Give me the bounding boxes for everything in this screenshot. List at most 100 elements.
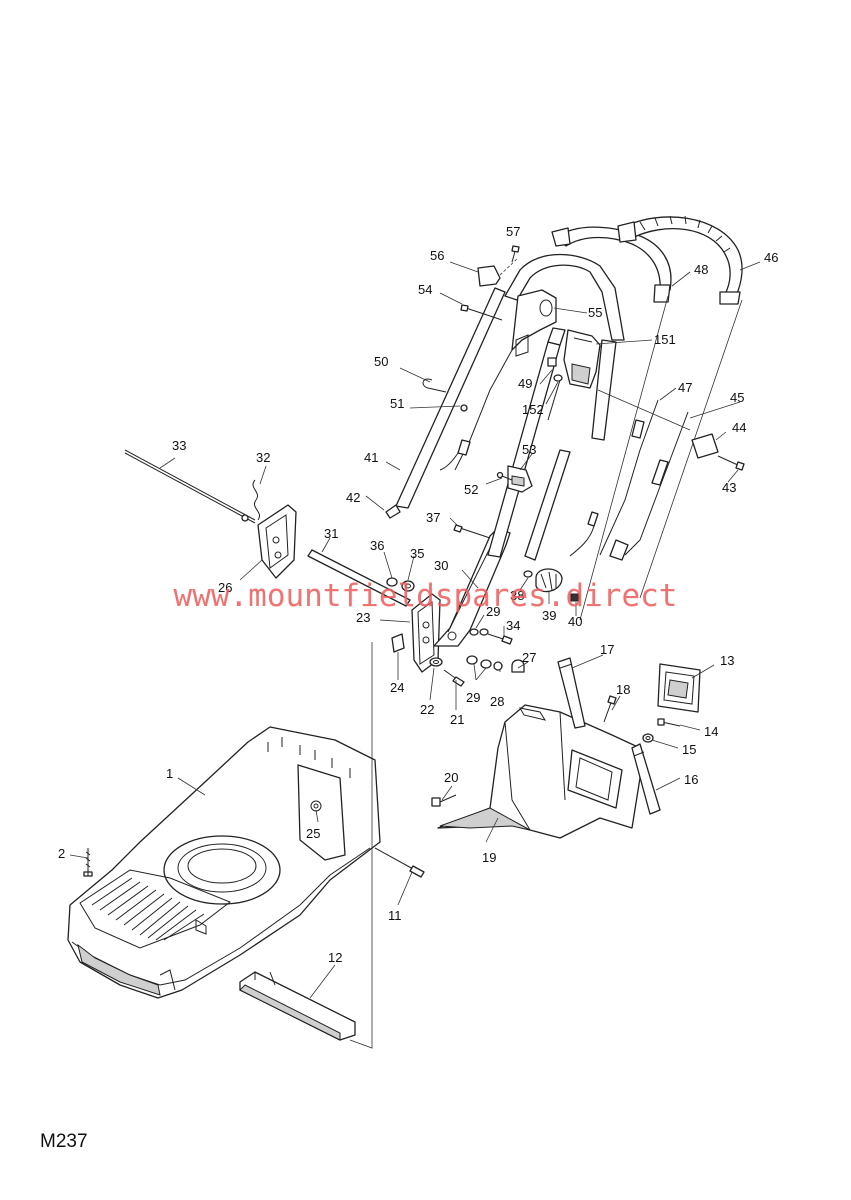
nut-28: [493, 661, 503, 671]
lever-152: [547, 374, 563, 421]
callout-11: 11: [388, 908, 402, 923]
callout-44: 44: [732, 420, 746, 435]
cable-47: [569, 399, 659, 557]
callout-40: 40: [568, 614, 582, 629]
screw-20: [431, 794, 457, 807]
upper-handle: [504, 253, 625, 561]
hook-50: [422, 378, 447, 393]
screw-43: [717, 455, 745, 471]
washer-35: [401, 580, 415, 592]
bolt-11: [374, 847, 425, 878]
callout-48: 48: [694, 262, 708, 277]
washer-15: [642, 733, 654, 743]
nut-40: [570, 593, 580, 602]
bolt-2: [83, 848, 93, 877]
callout-50: 50: [374, 354, 388, 369]
callout-47: 47: [678, 380, 692, 395]
callout-18: 18: [616, 682, 630, 697]
callout-24: 24: [390, 680, 404, 695]
callout-49: 49: [518, 376, 532, 391]
cap-27: [511, 659, 525, 673]
callout-13: 13: [720, 653, 734, 668]
rear-guard-19: [437, 704, 641, 839]
callout-23: 23: [356, 610, 370, 625]
callout-17: 17: [600, 642, 614, 657]
callout-53: 53: [522, 442, 536, 457]
clip-53: [507, 465, 533, 493]
spring-32: [252, 479, 260, 521]
lower-handle-41: [385, 287, 561, 558]
washer-29d: [480, 659, 492, 669]
nut-49: [547, 357, 557, 367]
watermark-text: www.mountfieldspares.direct: [173, 578, 678, 614]
callout-27: 27: [522, 650, 536, 665]
cable-end-lower: [439, 349, 513, 471]
cable-guide-55: [511, 289, 557, 357]
callout-25: 25: [306, 826, 320, 841]
callout-22: 22: [420, 702, 434, 717]
washer-22: [429, 657, 443, 667]
indicator-13: [657, 663, 701, 713]
leader-lines: [69, 261, 761, 999]
callout-42: 42: [346, 490, 360, 505]
callout-20: 20: [444, 770, 458, 785]
callout-15: 15: [682, 742, 696, 757]
callout-21: 21: [450, 712, 464, 727]
screw-37: [453, 524, 491, 539]
callout-16: 16: [684, 772, 698, 787]
callout-54: 54: [418, 282, 432, 297]
bolt-21: [443, 669, 465, 687]
screw-14: [657, 718, 681, 727]
callout-19: 19: [482, 850, 496, 865]
callout-52: 52: [464, 482, 478, 497]
bolt-34: [487, 633, 513, 645]
knob-39: [535, 568, 563, 593]
callout-151: 151: [654, 332, 676, 347]
cable-clip-44: [691, 433, 719, 459]
diagram-code: M237: [40, 1131, 88, 1152]
callout-34: 34: [506, 618, 520, 633]
callout-29b: 29: [466, 690, 480, 705]
callout-41: 41: [364, 450, 378, 465]
callout-26: 26: [218, 580, 232, 595]
callout-51: 51: [390, 396, 404, 411]
callout-28: 28: [490, 694, 504, 709]
callout-1: 1: [166, 766, 173, 781]
handlebar-48: [551, 226, 672, 303]
mower-deck: [67, 726, 381, 999]
callout-31: 31: [324, 526, 338, 541]
callout-12: 12: [328, 950, 342, 965]
callout-29a: 29: [486, 604, 500, 619]
washer-29a: [469, 628, 479, 636]
bracket-17: [557, 657, 586, 729]
screw-54: [460, 304, 503, 321]
callout-43: 43: [722, 480, 736, 495]
callout-39: 39: [542, 608, 556, 623]
washer-29c: [466, 655, 478, 665]
callout-14: 14: [704, 724, 718, 739]
callout-152: 152: [522, 402, 544, 417]
callout-30: 30: [434, 558, 448, 573]
callout-55: 55: [588, 305, 602, 320]
callout-38: 38: [510, 588, 524, 603]
callout-37: 37: [426, 510, 440, 525]
callout-35: 35: [410, 546, 424, 561]
bracket-16: [631, 743, 661, 815]
cable-45: [609, 411, 689, 561]
washer-38: [523, 570, 533, 578]
callout-32: 32: [256, 450, 270, 465]
rod-33: [124, 449, 256, 524]
washer-29b: [479, 628, 489, 636]
callout-56: 56: [430, 248, 444, 263]
callout-46: 46: [764, 250, 778, 265]
bail-46: [617, 215, 743, 305]
callout-labels: 1 2 11 12 13 14 15 16 17 18 19 20 21 22 …: [58, 224, 778, 965]
clip-56: [477, 265, 501, 287]
callout-2: 2: [58, 846, 65, 861]
screw-52: [496, 471, 513, 481]
handle-bracket-26: [257, 504, 297, 579]
pin-51: [460, 404, 468, 412]
callout-33: 33: [172, 438, 186, 453]
callout-45: 45: [730, 390, 744, 405]
screw-18: [603, 695, 617, 723]
